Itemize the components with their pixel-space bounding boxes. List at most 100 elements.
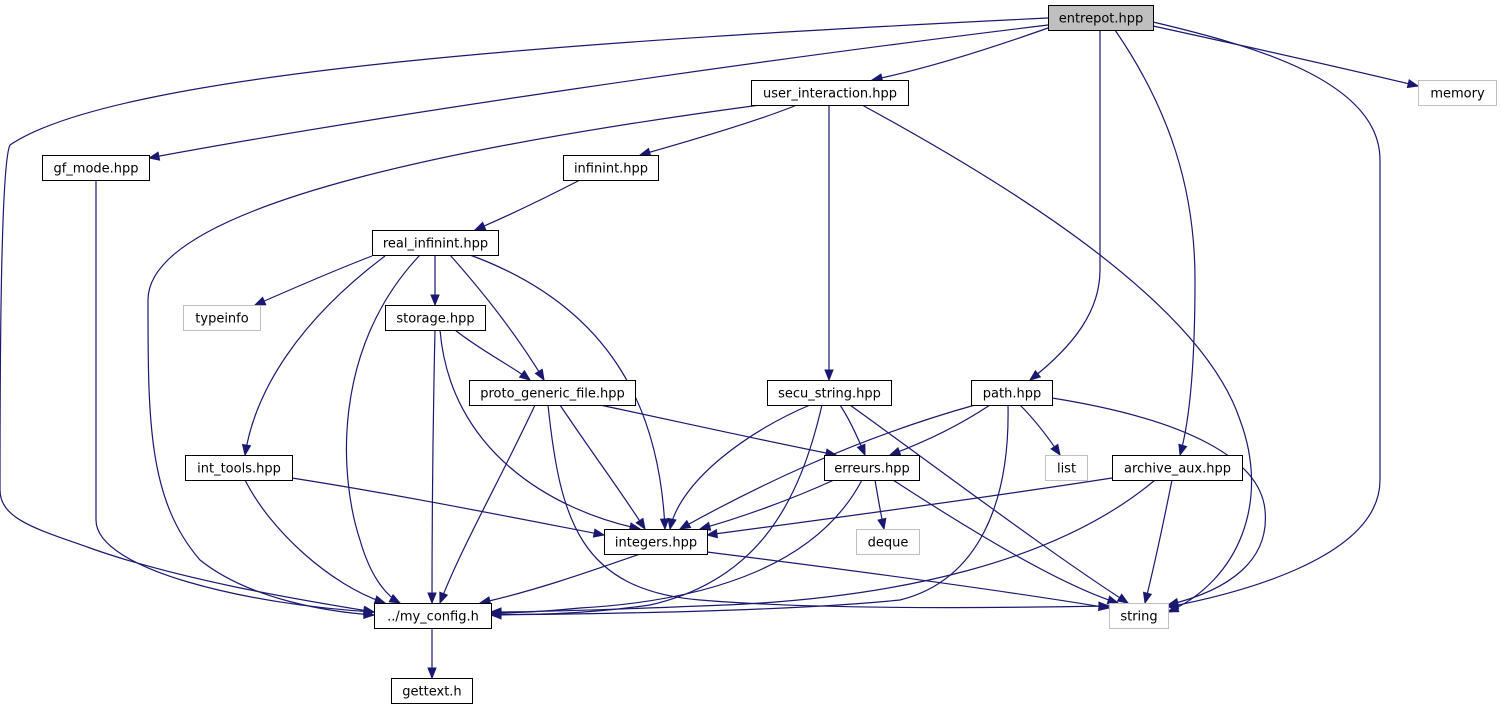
edge-line bbox=[469, 254, 666, 530]
edge-line bbox=[706, 477, 1113, 536]
node-label: secu_string.hpp bbox=[778, 387, 881, 402]
edge-line bbox=[147, 104, 761, 616]
edge-entrepot-to-memory bbox=[1152, 25, 1420, 89]
edge-line bbox=[439, 329, 641, 530]
edge-line bbox=[474, 179, 581, 231]
node-box bbox=[751, 80, 909, 106]
node-gf-mode[interactable]: gf_mode.hpp bbox=[42, 155, 150, 181]
node-label: deque bbox=[868, 536, 909, 551]
edge-int_tools-to-integers bbox=[291, 477, 606, 538]
node-box bbox=[767, 380, 892, 406]
node-gettext[interactable]: gettext.h bbox=[391, 678, 473, 704]
node-string: string bbox=[1109, 603, 1169, 629]
arrowhead bbox=[253, 296, 267, 306]
node-typeinfo: typeinfo bbox=[183, 305, 261, 331]
node-box bbox=[374, 603, 492, 629]
node-infinint[interactable]: infinint.hpp bbox=[563, 155, 659, 181]
node-label: storage.hpp bbox=[396, 312, 474, 327]
edge-archive_aux-to-string bbox=[1142, 479, 1173, 605]
node-box bbox=[372, 230, 499, 256]
edge-entrepot-to-string bbox=[1152, 21, 1381, 610]
edge-line bbox=[490, 404, 1009, 616]
edge-line bbox=[1114, 29, 1196, 456]
edge-secu_string-to-string bbox=[849, 404, 1130, 604]
node-box bbox=[385, 305, 486, 331]
edge-line bbox=[679, 404, 976, 530]
node-path[interactable]: path.hpp bbox=[971, 380, 1053, 406]
edge-line bbox=[244, 479, 386, 604]
edge-real_infinint-to-integers bbox=[469, 254, 670, 531]
edge-proto_generic_file-to-my_config bbox=[439, 404, 536, 605]
arrowhead bbox=[388, 593, 402, 604]
arrowhead bbox=[241, 443, 252, 457]
node-erreurs[interactable]: erreurs.hpp bbox=[824, 455, 920, 481]
edge-line bbox=[479, 553, 641, 604]
node-box bbox=[183, 305, 261, 331]
edge-user_interaction-to-infinint bbox=[638, 104, 798, 157]
arrowhead bbox=[534, 368, 545, 382]
edge-line bbox=[559, 404, 646, 530]
arrowhead bbox=[427, 667, 437, 680]
node-box bbox=[1109, 603, 1169, 629]
arrowhead bbox=[1028, 369, 1042, 381]
edge-line bbox=[547, 404, 1110, 609]
node-label: archive_aux.hpp bbox=[1124, 462, 1231, 477]
node-user-interaction[interactable]: user_interaction.hpp bbox=[751, 80, 909, 106]
node-box bbox=[604, 529, 708, 555]
node-label: erreurs.hpp bbox=[834, 462, 909, 477]
node-label: entrepot.hpp bbox=[1059, 12, 1144, 27]
edge-line bbox=[148, 24, 1049, 159]
node-archive-aux[interactable]: archive_aux.hpp bbox=[1112, 455, 1243, 481]
edge-line bbox=[1029, 29, 1101, 381]
node-label: gf_mode.hpp bbox=[53, 162, 138, 177]
node-integers[interactable]: integers.hpp bbox=[604, 529, 708, 555]
edge-line bbox=[454, 329, 531, 381]
edge-gf_mode-to-my_config bbox=[95, 179, 376, 617]
node-label: real_infinint.hpp bbox=[383, 237, 488, 252]
node-list: list bbox=[1045, 455, 1088, 481]
node-secu-string[interactable]: secu_string.hpp bbox=[767, 380, 892, 406]
arrowhead bbox=[1178, 443, 1188, 457]
node-entrepot[interactable]: entrepot.hpp bbox=[1048, 5, 1154, 31]
node-deque: deque bbox=[856, 529, 920, 555]
node-box bbox=[856, 529, 920, 555]
node-label: gettext.h bbox=[402, 685, 461, 700]
edge-infinint-to-real_infinint bbox=[473, 179, 581, 231]
edge-path-to-string bbox=[1051, 397, 1266, 608]
edge-secu_string-to-my_config bbox=[489, 404, 823, 620]
node-my-config[interactable]: ../my_config.h bbox=[374, 603, 492, 629]
edge-real_infinint-to-proto_generic_file bbox=[449, 254, 545, 382]
edge-proto_generic_file-to-string bbox=[547, 404, 1111, 611]
edge-archive_aux-to-my_config bbox=[489, 479, 1156, 617]
edge-line bbox=[291, 477, 605, 536]
arrowhead bbox=[659, 518, 670, 531]
arrowhead bbox=[877, 517, 887, 531]
node-box bbox=[1418, 80, 1497, 106]
edge-real_infinint-to-storage bbox=[430, 255, 440, 307]
edge-line bbox=[254, 255, 373, 306]
edge-line bbox=[861, 104, 1253, 613]
node-real-infinint[interactable]: real_infinint.hpp bbox=[372, 230, 499, 256]
node-box bbox=[563, 155, 659, 181]
node-int-tools[interactable]: int_tools.hpp bbox=[185, 455, 293, 481]
node-storage[interactable]: storage.hpp bbox=[385, 305, 486, 331]
edge-erreurs-to-deque bbox=[874, 479, 887, 531]
edge-line bbox=[669, 404, 811, 530]
node-proto-generic-file[interactable]: proto_generic_file.hpp bbox=[469, 380, 636, 406]
edge-archive_aux-to-integers bbox=[705, 477, 1113, 539]
edge-line bbox=[871, 27, 1049, 81]
edge-my_config-to-gettext bbox=[427, 627, 437, 680]
edge-line bbox=[889, 404, 991, 456]
node-label: path.hpp bbox=[983, 387, 1041, 402]
arrowhead bbox=[824, 369, 834, 382]
node-box bbox=[469, 380, 636, 406]
edge-line bbox=[849, 404, 1129, 604]
edge-storage-to-my_config bbox=[427, 329, 437, 605]
node-label: int_tools.hpp bbox=[197, 462, 281, 477]
dependency-edges bbox=[0, 17, 1420, 680]
edge-line bbox=[490, 404, 823, 616]
edge-path-to-erreurs bbox=[888, 404, 991, 456]
edge-line bbox=[1152, 25, 1419, 87]
